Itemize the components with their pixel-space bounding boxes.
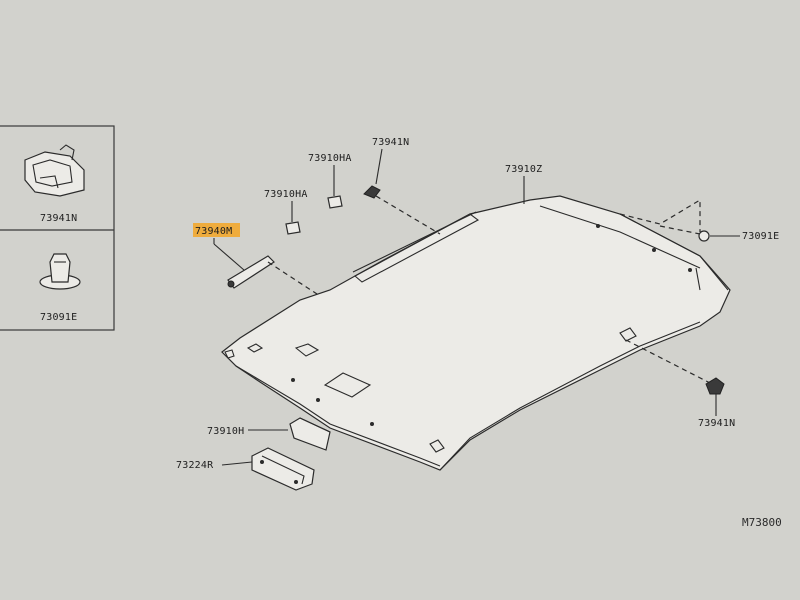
callout-73941n-bottom: 73941N: [698, 418, 735, 429]
pad-73910h: [289, 417, 331, 451]
clip-73910ha-lower: [285, 221, 301, 235]
callout-73091e: 73091E: [742, 231, 779, 242]
clip-73910ha-upper: [327, 195, 343, 209]
callout-73940m: 73940M: [195, 226, 232, 237]
clip-73941n-bottom: [705, 377, 725, 395]
small-opening-2: [246, 343, 264, 353]
highlight-73940m: [193, 223, 240, 237]
callout-73941n-top: 73941N: [372, 137, 409, 148]
callout-73910z: 73910Z: [505, 164, 542, 175]
legend-label-73091e: 73091E: [40, 312, 77, 323]
legend-label-73941n: 73941N: [40, 213, 77, 224]
small-opening-3: [429, 439, 445, 453]
callout-73224r: 73224R: [176, 460, 214, 471]
clip-73941n-top: [363, 185, 381, 199]
clip-73091e-right: [698, 230, 710, 242]
lamp-opening: [323, 372, 372, 398]
legend-box: 73941N 73091E: [0, 125, 115, 331]
diagram-reference: M73800: [742, 516, 782, 529]
small-opening-1: [294, 343, 320, 357]
clip-73091e-icon: [39, 253, 81, 290]
hole: [291, 378, 295, 382]
callout-73910ha-upper: 73910HA: [308, 153, 352, 164]
headlining-panel: [221, 195, 731, 471]
callout-73910ha-lower: 73910HA: [264, 189, 308, 200]
sunvisor-holder-part: [213, 238, 275, 289]
clip-73941n-icon: [24, 144, 85, 197]
callout-73910h: 73910H: [207, 426, 244, 437]
